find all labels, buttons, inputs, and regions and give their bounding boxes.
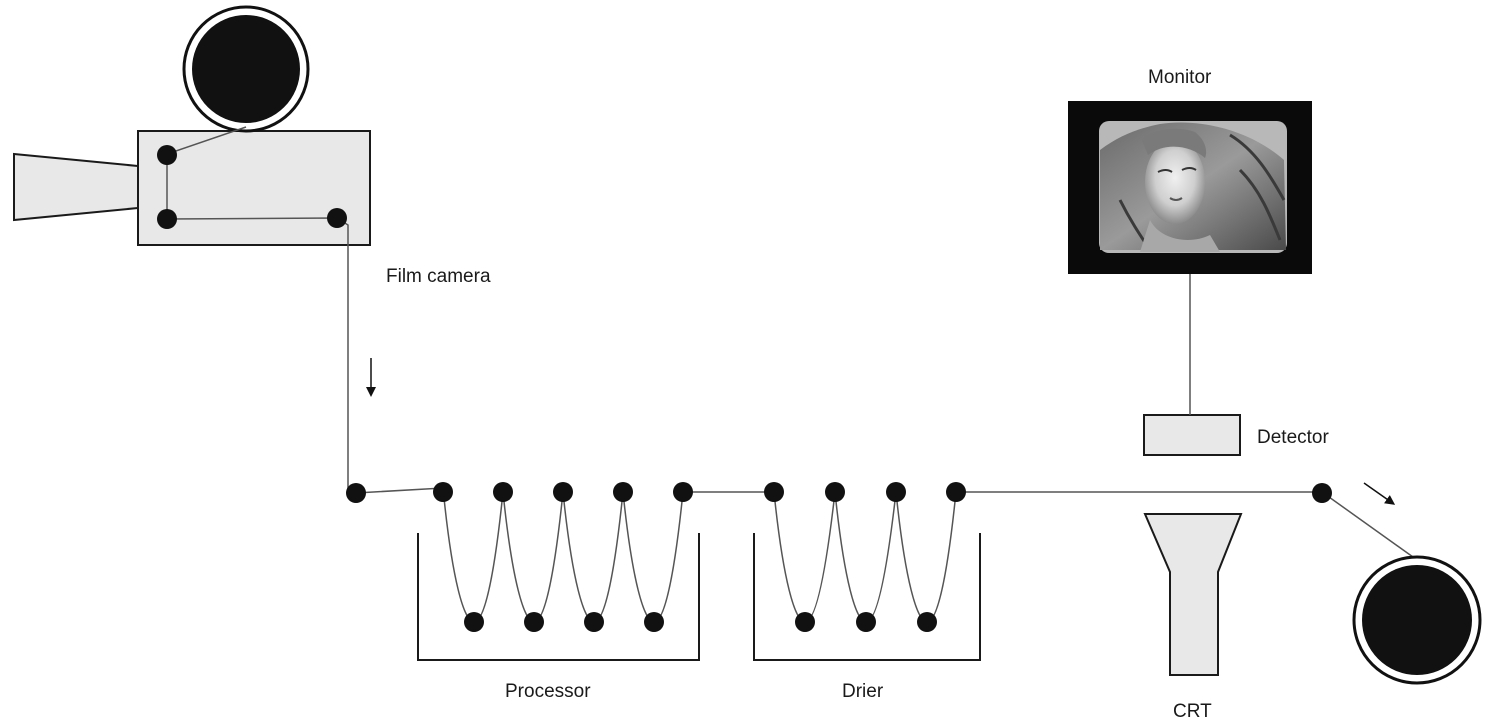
camera-roller [327, 208, 347, 228]
camera-roller [157, 145, 177, 165]
drier-tank [753, 533, 981, 661]
drier-label: Drier [842, 681, 884, 702]
roller [825, 482, 845, 502]
transport-rollers [346, 482, 1332, 632]
detector [1143, 414, 1241, 456]
roller [524, 612, 544, 632]
roller [946, 482, 966, 502]
roller [644, 612, 664, 632]
roller [433, 482, 453, 502]
roller [464, 612, 484, 632]
portrait-image [1100, 122, 1286, 252]
crt-label: CRT [1173, 701, 1212, 722]
roller [856, 612, 876, 632]
roller [346, 483, 366, 503]
roller [917, 612, 937, 632]
film-strip-path [355, 487, 1421, 623]
crt [1143, 513, 1243, 676]
roller [613, 482, 633, 502]
monitor [1068, 101, 1312, 274]
roller [795, 612, 815, 632]
roller [584, 612, 604, 632]
camera-film-path [166, 126, 349, 493]
film-direction-arrow-diagonal [1363, 482, 1396, 505]
monitor-label: Monitor [1148, 67, 1212, 88]
roller [1312, 483, 1332, 503]
film-camera [13, 5, 371, 493]
roller [764, 482, 784, 502]
film-camera-label: Film camera [386, 266, 491, 287]
detector-label: Detector [1257, 427, 1329, 448]
camera-supply-reel [182, 5, 310, 133]
camera-roller [157, 209, 177, 229]
processor-label: Processor [505, 681, 591, 702]
takeup-reel [1352, 555, 1482, 685]
roller [493, 482, 513, 502]
roller [886, 482, 906, 502]
processor-tank [417, 533, 700, 661]
camera-lens [13, 152, 139, 222]
roller [673, 482, 693, 502]
roller [553, 482, 573, 502]
